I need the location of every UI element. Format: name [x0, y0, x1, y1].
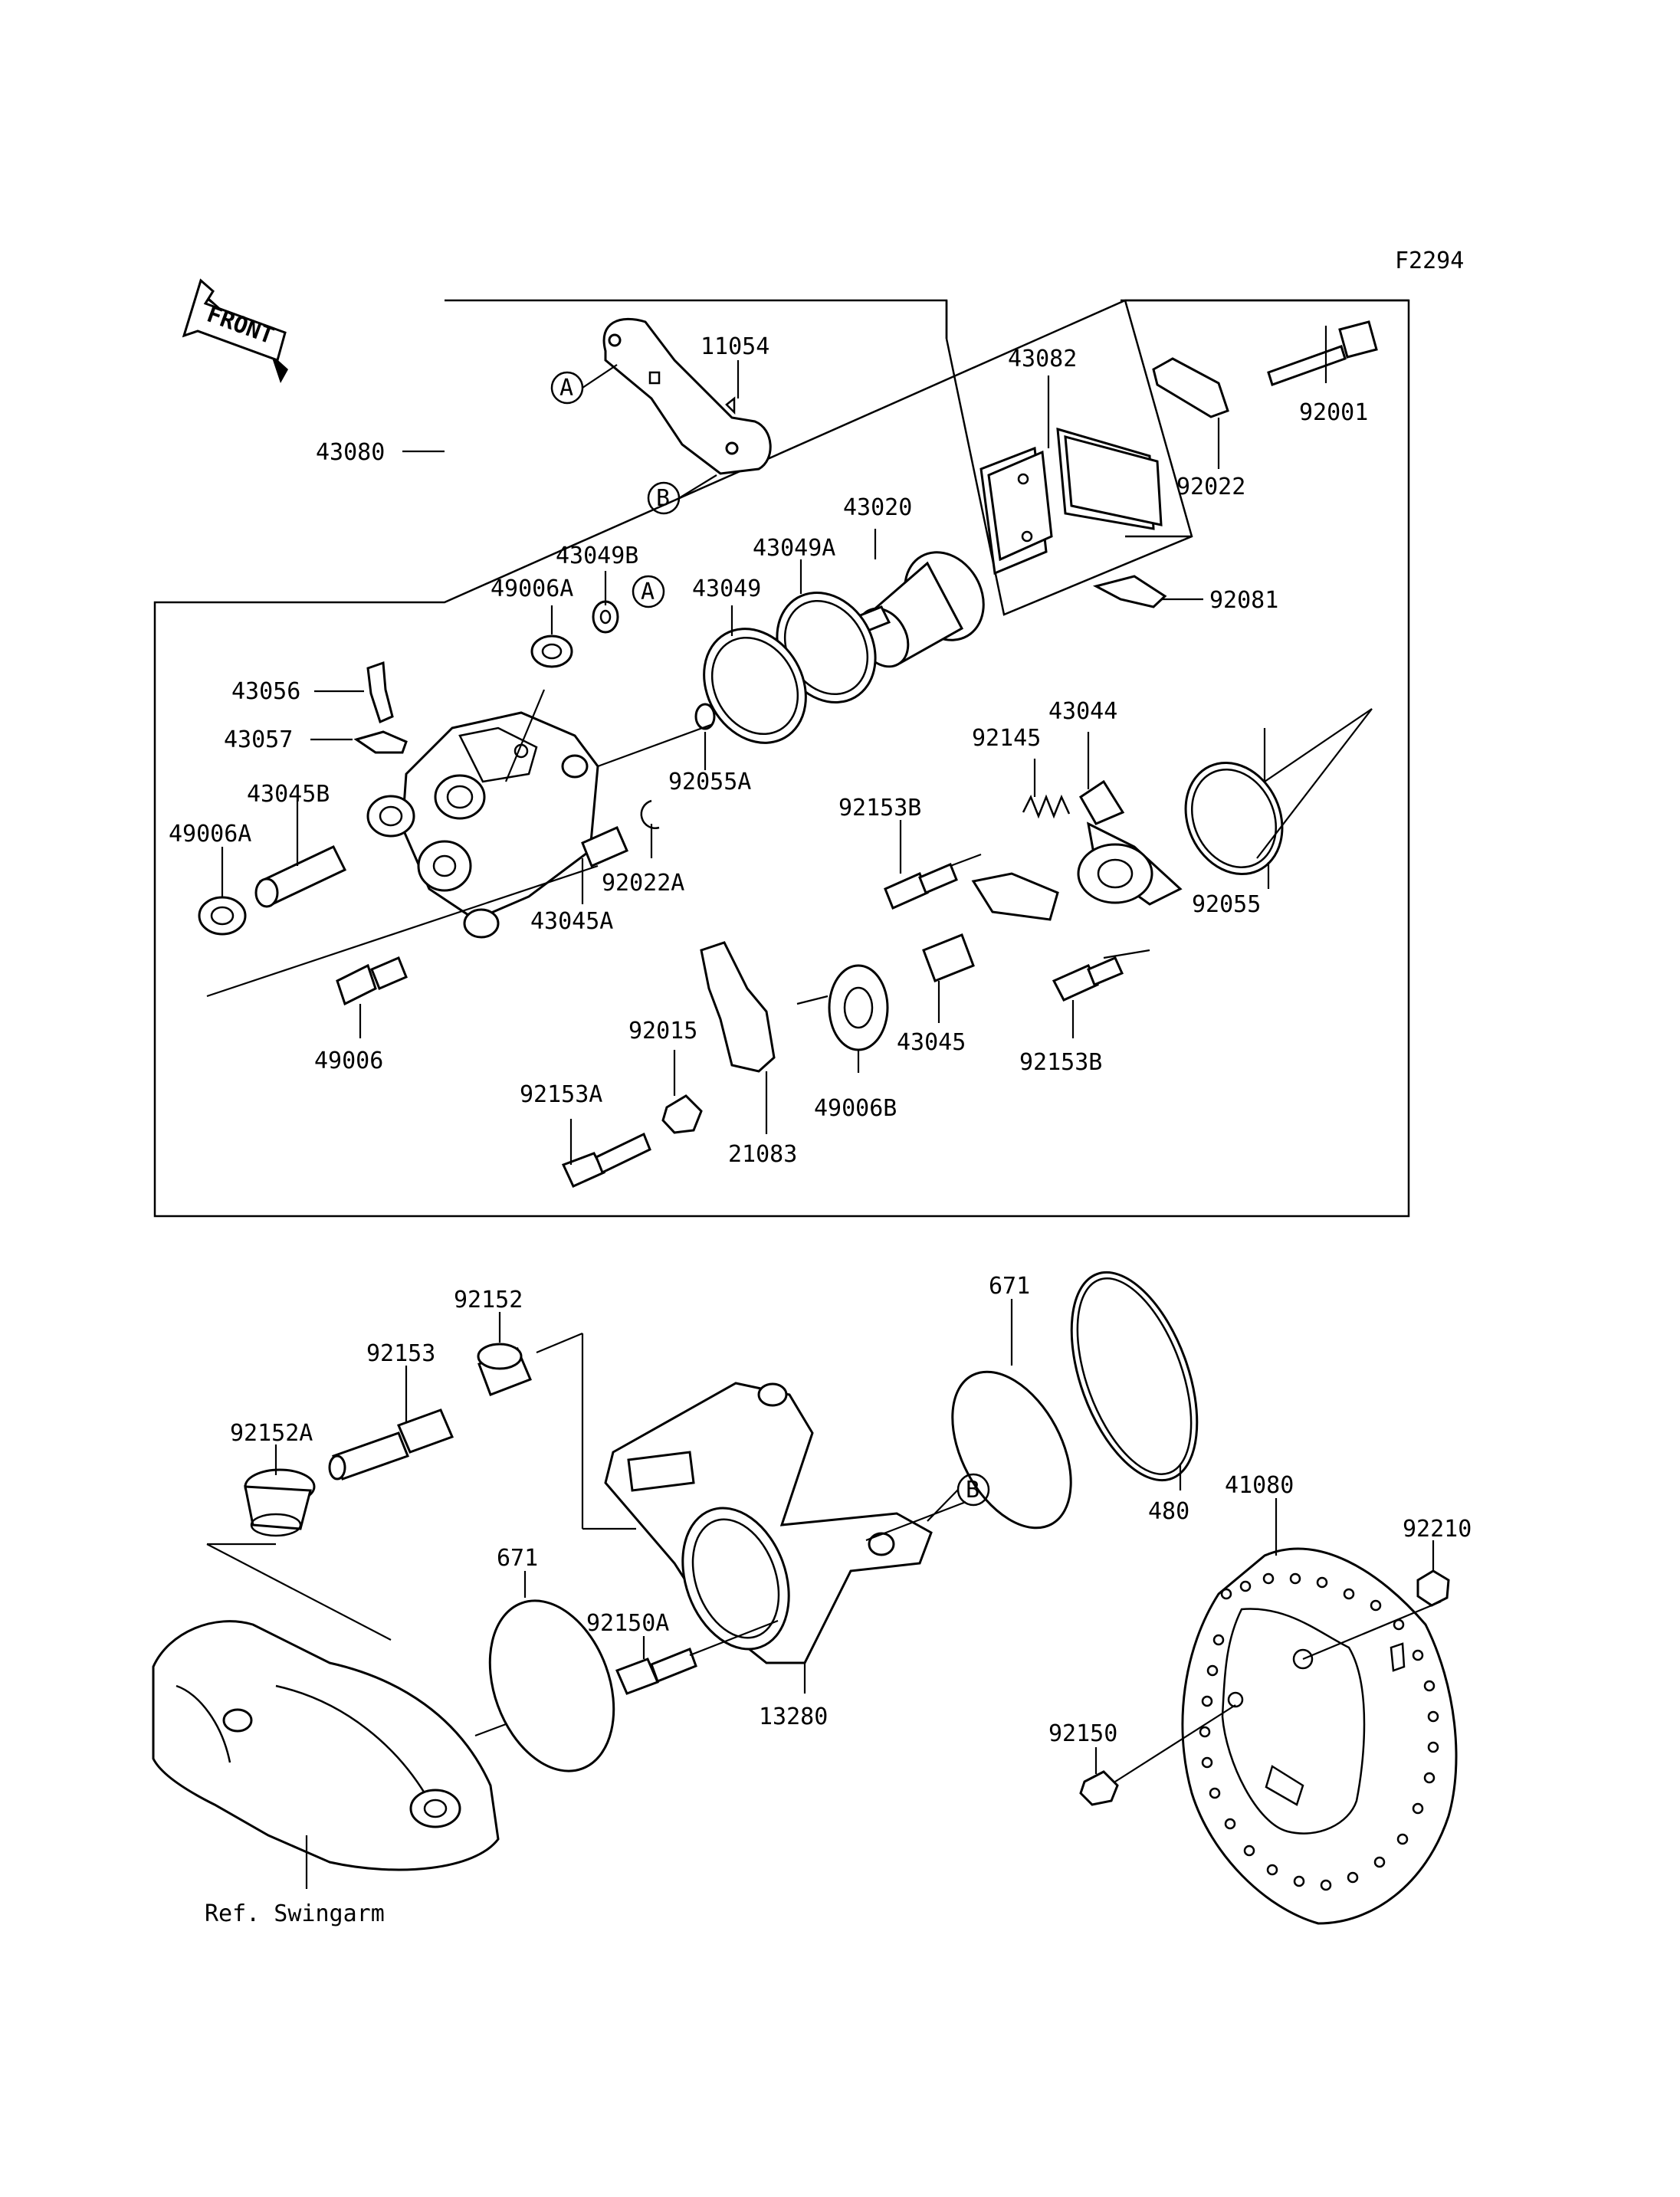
label-43082: 43082: [1008, 346, 1077, 372]
bearing-49006B: [828, 964, 889, 1051]
marker-a-top: A: [559, 375, 573, 402]
label-92055: 92055: [1192, 891, 1261, 918]
label-671-bottom: 671: [497, 1545, 538, 1572]
label-ref-swingarm: Ref. Swingarm: [205, 1900, 385, 1927]
lever-43044: [1077, 779, 1183, 906]
marker-b-bottom: B: [966, 1477, 979, 1503]
collar-92152: [477, 1343, 532, 1396]
figure-code: F2294: [1395, 248, 1464, 274]
label-43045A: 43045A: [530, 908, 613, 935]
label-49006A-top: 49006A: [491, 575, 573, 602]
label-92153: 92153: [366, 1340, 435, 1367]
marker-b-top: B: [656, 485, 670, 512]
collar-92152A: [244, 1468, 316, 1537]
nut-92210: [1416, 1569, 1450, 1607]
bolt-92153B-bottom: [1052, 956, 1124, 1002]
label-671-top: 671: [989, 1273, 1030, 1300]
label-41080: 41080: [1225, 1472, 1294, 1499]
oring-92055A: [694, 703, 716, 730]
leaders-bottom: [206, 1299, 1442, 1889]
clip-92022: [1152, 357, 1229, 418]
label-49006B: 49006B: [814, 1095, 897, 1122]
adjuster-43045: [922, 933, 975, 982]
label-49006: 49006: [314, 1048, 383, 1074]
label-92150A: 92150A: [586, 1610, 669, 1637]
bolt-92150: [1079, 1770, 1119, 1806]
caliper-bracket-11054: [602, 317, 772, 475]
swingarm-reference: [152, 1620, 500, 1871]
caliper-body: [366, 711, 599, 921]
spring-92145: [1022, 794, 1071, 819]
label-92153B-top: 92153B: [838, 795, 921, 821]
disc-holes: [1199, 1572, 1439, 1891]
label-480: 480: [1148, 1498, 1189, 1525]
stud-92153: [328, 1408, 454, 1481]
label-43045: 43045: [897, 1029, 966, 1056]
label-43056: 43056: [231, 678, 300, 705]
label-43045B: 43045B: [247, 781, 330, 808]
seal-92055: [1184, 761, 1284, 876]
pin-43045A: [581, 826, 628, 867]
nut-92015: [661, 1094, 703, 1134]
label-92001: 92001: [1299, 399, 1368, 426]
label-43049: 43049: [692, 575, 761, 602]
boot-49006A-left: [198, 896, 247, 936]
label-43049A: 43049A: [753, 535, 835, 562]
caliper-bracket-13280: [604, 1382, 933, 1664]
brake-disc-41080: [1181, 1547, 1458, 1925]
label-92152A: 92152A: [230, 1420, 313, 1447]
marker-a-mid: A: [641, 579, 655, 605]
label-92210: 92210: [1403, 1516, 1472, 1543]
label-92055A: 92055A: [668, 769, 751, 795]
label-43044: 43044: [1048, 698, 1117, 725]
label-92022: 92022: [1176, 474, 1245, 500]
label-21083: 21083: [728, 1141, 797, 1168]
label-92145: 92145: [972, 725, 1041, 752]
bolt-92153A: [561, 1132, 651, 1188]
label-92015: 92015: [628, 1018, 697, 1044]
pad-spring-92081: [1092, 575, 1167, 608]
circlip-480: [1070, 1271, 1199, 1482]
cap-43057: [353, 730, 408, 754]
pad-kit-bracket: [945, 299, 1409, 616]
bleeder-43056: [366, 661, 394, 724]
bolt-92150A: [615, 1648, 697, 1695]
label-43049B: 43049B: [556, 543, 638, 569]
label-43080: 43080: [316, 439, 385, 466]
leaders-top: [206, 326, 1373, 1165]
label-43057: 43057: [224, 726, 293, 753]
label-92153B-bottom: 92153B: [1019, 1049, 1102, 1076]
plate-21083: [700, 941, 776, 1073]
caliper-assembly-frame: [153, 299, 1410, 1218]
label-92152: 92152: [454, 1287, 523, 1313]
oring-671-bottom: [488, 1599, 615, 1772]
label-92150: 92150: [1048, 1720, 1117, 1747]
bolt-92153B-top: [884, 863, 958, 910]
oring-671-top: [951, 1370, 1072, 1530]
bolt-49006: [336, 956, 408, 1006]
front-arrow-icon: FRONT: [182, 278, 288, 383]
boot-49006A-top: [530, 635, 573, 668]
label-11054: 11054: [701, 333, 769, 360]
label-13280: 13280: [759, 1703, 828, 1730]
pad-pin-92001: [1267, 320, 1378, 386]
clip-92022A: [640, 799, 660, 829]
label-49006A-left: 49006A: [169, 821, 251, 848]
washer-43049B: [592, 600, 619, 634]
label-92022A: 92022A: [602, 870, 684, 897]
label-43020: 43020: [843, 494, 912, 521]
brake-pads-43082: [979, 427, 1163, 575]
label-92153A: 92153A: [520, 1081, 602, 1108]
label-92081: 92081: [1209, 587, 1278, 614]
